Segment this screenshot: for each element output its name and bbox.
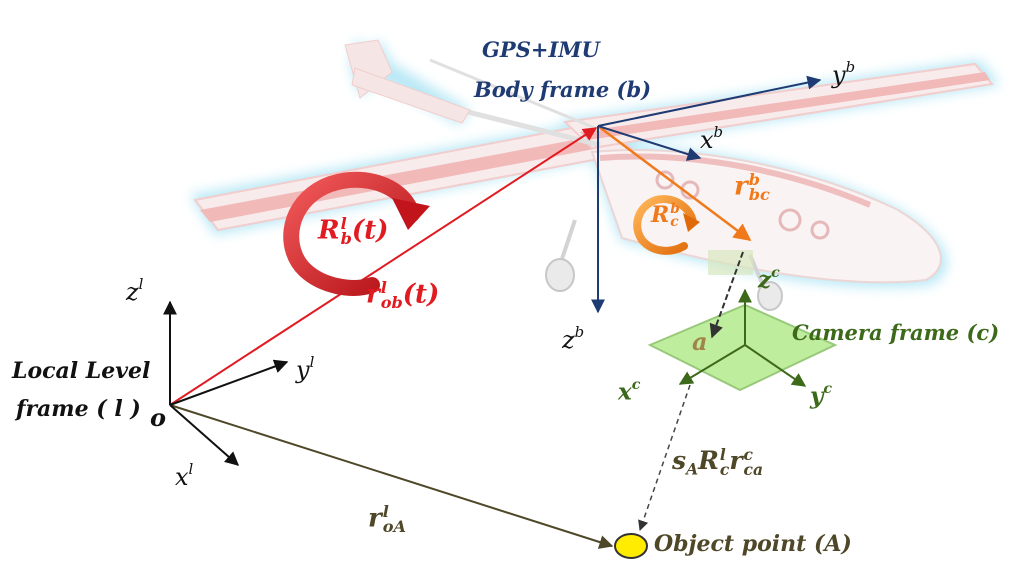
vector-r-bc — [597, 125, 752, 242]
local-z-axis-label: zl — [126, 275, 144, 307]
vector-camera-to-image — [709, 251, 744, 339]
local-x-axis — [169, 404, 240, 466]
body-y-axis — [597, 75, 822, 127]
vector-r-ob — [169, 127, 598, 406]
camera-y-axis-label: yc — [810, 381, 833, 410]
object-point-marker — [614, 533, 648, 559]
camera-x-axis-label: xc — [618, 377, 641, 406]
local-y-axis — [169, 359, 289, 406]
gps-imu-label: GPS+IMU — [482, 37, 600, 62]
vector-scale-term — [638, 384, 691, 531]
vector-r-oA — [169, 404, 614, 549]
rotation-arrow-icon — [633, 195, 700, 255]
body-x-axis — [597, 125, 702, 161]
camera-frame-label: Camera frame (c) — [792, 320, 1000, 345]
body-z-axis-label: zb — [562, 323, 585, 355]
rotation-arrow-icon — [283, 171, 430, 296]
camera-y-axis — [744, 344, 807, 387]
local-y-axis-label: yl — [296, 353, 315, 385]
camera-x-axis — [678, 344, 746, 385]
local-level-label-line1: Local Level — [12, 358, 151, 384]
origin-label: o — [150, 403, 167, 432]
body-frame-label: Body frame (b) — [474, 77, 652, 102]
camera-z-axis-label: zc — [758, 265, 780, 294]
body-x-axis-label: xb — [700, 123, 724, 155]
object-point-label: Object point (A) — [654, 531, 852, 557]
local-x-axis-label: xl — [175, 460, 194, 492]
image-point-label: a — [692, 327, 708, 356]
body-y-axis-label: yb — [832, 58, 856, 90]
local-level-label-line2: frame ( l ) — [16, 396, 141, 422]
